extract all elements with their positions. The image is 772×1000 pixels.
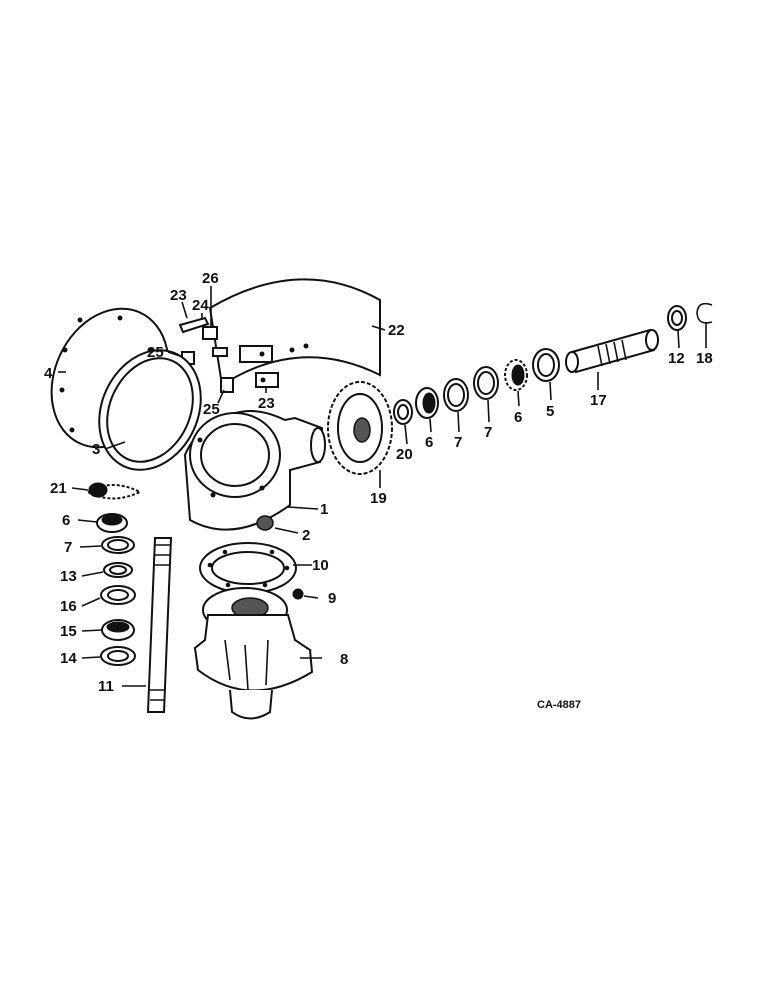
callout-25-top: 25 — [147, 344, 164, 361]
callout-17: 17 — [590, 392, 607, 409]
seal-part-5 — [532, 348, 560, 382]
washer-part-20 — [393, 399, 413, 425]
drawing-code: CA-4887 — [537, 699, 581, 711]
callout-6-left: 6 — [62, 512, 70, 529]
callout-18: 18 — [696, 350, 713, 367]
callout-23-bottom: 23 — [258, 395, 275, 412]
plug-part-2 — [256, 515, 274, 531]
callout-11: 11 — [98, 678, 114, 695]
callout-13: 13 — [60, 568, 77, 585]
shield-brackets — [178, 316, 279, 393]
callout-6-center: 6 — [425, 434, 433, 451]
callout-2: 2 — [302, 527, 310, 544]
gearbox-housing-part-1 — [183, 410, 326, 531]
callout-25-bottom: 25 — [203, 401, 220, 418]
leader-lines — [58, 286, 707, 687]
fitting-part-9 — [292, 588, 304, 600]
pinion-gear-part-21 — [85, 482, 143, 500]
input-shaft-part-17 — [565, 328, 659, 374]
race-part-14 — [100, 646, 136, 666]
callout-19: 19 — [370, 490, 387, 507]
callout-1: 1 — [320, 501, 328, 518]
callout-7-right: 7 — [484, 424, 492, 441]
callout-23-top: 23 — [170, 287, 187, 304]
gasket-part-3 — [98, 349, 202, 471]
race-part-7-right — [473, 366, 499, 400]
callout-12: 12 — [668, 350, 685, 367]
callout-7-center: 7 — [454, 434, 462, 451]
race-part-7-center — [443, 378, 469, 412]
shield-part-22 — [208, 278, 381, 387]
callout-4: 4 — [44, 365, 53, 382]
callout-26: 26 — [202, 270, 219, 287]
callout-10: 10 — [312, 557, 329, 574]
callout-21: 21 — [50, 480, 67, 497]
callout-14: 14 — [60, 650, 77, 667]
callout-9: 9 — [328, 590, 336, 607]
callout-24: 24 — [192, 297, 209, 314]
hub-support-part-8 — [193, 587, 314, 720]
bevel-gear-part-19 — [327, 381, 393, 475]
callout-22: 22 — [388, 322, 405, 339]
callout-5: 5 — [546, 403, 554, 420]
callout-15: 15 — [60, 623, 77, 640]
callout-16: 16 — [60, 598, 77, 615]
race-part-7-left — [101, 536, 135, 554]
callout-labels: 1 2 3 4 5 6 6 6 7 7 7 8 9 10 11 12 13 14… — [44, 270, 713, 695]
washer-part-12 — [667, 305, 687, 331]
callout-8: 8 — [340, 651, 348, 668]
bearing-part-15 — [101, 619, 135, 641]
race-part-16 — [100, 585, 136, 605]
gasket-part-10 — [199, 542, 297, 594]
callout-6-right: 6 — [514, 409, 522, 426]
callout-7-left: 7 — [64, 539, 72, 556]
bearing-part-6-right — [504, 359, 528, 391]
callout-3: 3 — [92, 441, 100, 458]
shaft-part-11 — [146, 537, 173, 713]
callout-20: 20 — [396, 446, 413, 463]
bearing-part-6-left — [96, 513, 128, 533]
spacer-part-13 — [103, 562, 133, 578]
snap-ring-part-18 — [696, 302, 713, 324]
bearing-part-6-center — [415, 387, 439, 419]
